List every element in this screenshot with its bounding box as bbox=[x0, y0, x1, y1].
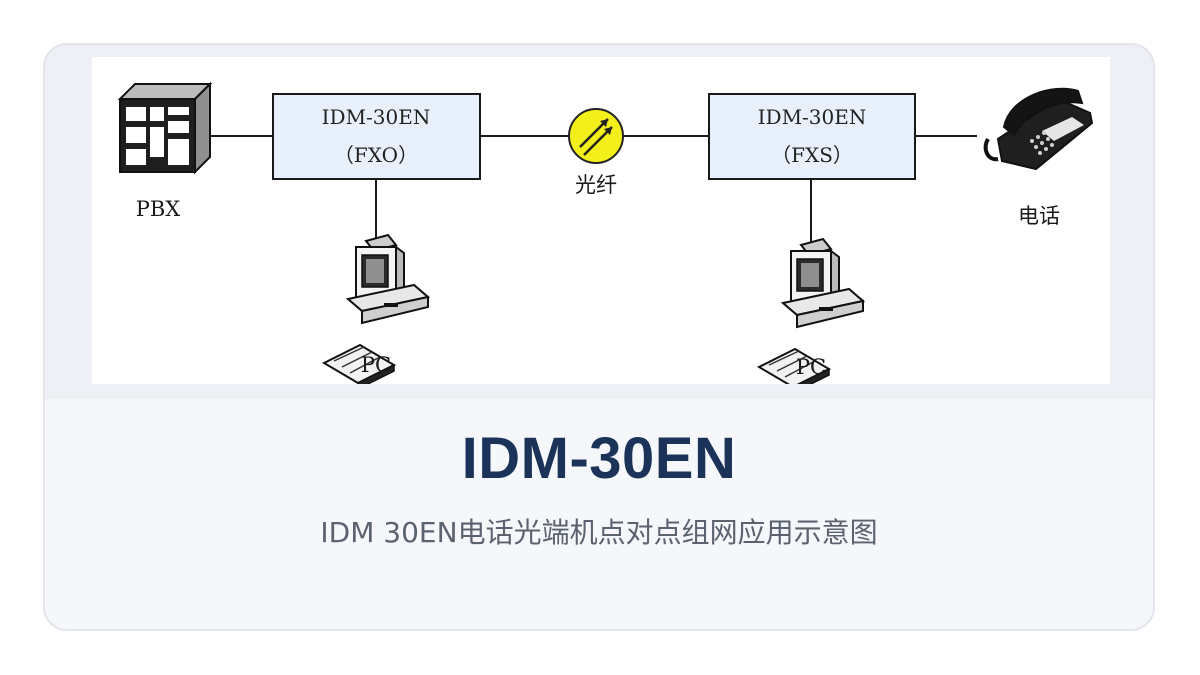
fiber-label: 光纤 bbox=[575, 173, 617, 197]
diagram-svg bbox=[117, 81, 1094, 384]
network-diagram: PBX IDM-30EN （FXO） 光纤 IDM-30EN （FXS） 电话 … bbox=[92, 57, 1110, 384]
product-card: PBX IDM-30EN （FXO） 光纤 IDM-30EN （FXS） 电话 … bbox=[43, 43, 1155, 631]
telephone-icon bbox=[983, 87, 1094, 171]
fxs-box-type-label: （FXS） bbox=[771, 143, 853, 167]
pc-left-label: PC bbox=[360, 353, 392, 377]
pbx-label: PBX bbox=[135, 197, 181, 221]
fxo-box-type-label: （FXO） bbox=[333, 143, 419, 167]
connection-lines bbox=[210, 135, 977, 243]
diagram-band: PBX IDM-30EN （FXO） 光纤 IDM-30EN （FXS） 电话 … bbox=[45, 45, 1153, 399]
fiber-icon bbox=[568, 108, 624, 164]
phone-label: 电话 bbox=[1018, 204, 1060, 228]
pc-right-label: PC bbox=[795, 355, 827, 379]
fxs-box bbox=[708, 93, 916, 180]
fxo-box bbox=[272, 93, 481, 180]
fxs-box-model-label: IDM-30EN bbox=[757, 105, 867, 129]
fxo-box-model-label: IDM-30EN bbox=[321, 105, 431, 129]
desktop-computer-icon bbox=[756, 237, 866, 384]
server-icon bbox=[117, 81, 213, 175]
product-subtitle: IDM 30EN电话光端机点对点组网应用示意图 bbox=[320, 516, 878, 549]
desktop-computer-icon bbox=[321, 233, 431, 384]
product-title: IDM-30EN bbox=[461, 426, 737, 491]
